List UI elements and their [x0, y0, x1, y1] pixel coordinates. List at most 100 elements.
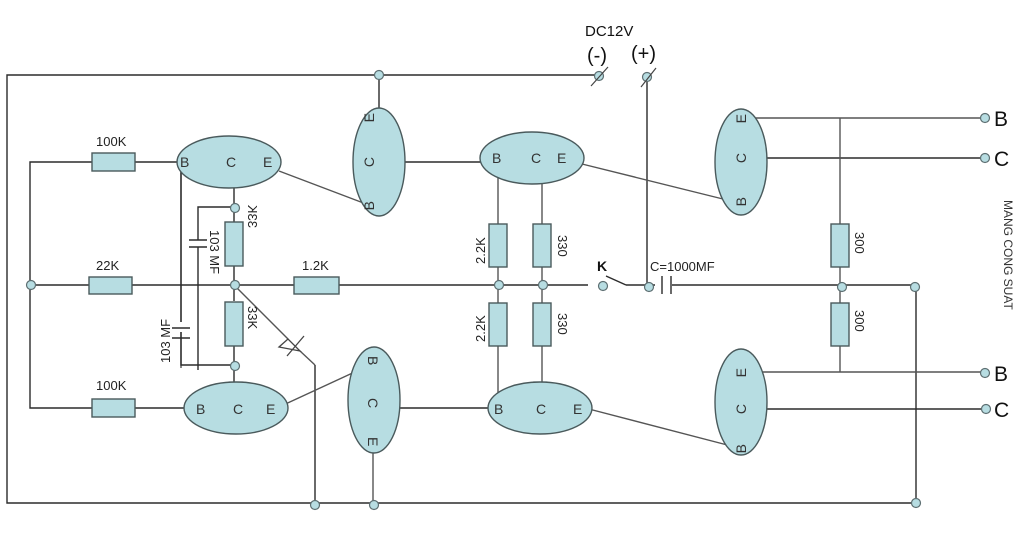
transistor-t5-body — [183, 381, 289, 435]
output-label-c-top: C — [994, 148, 1009, 171]
pin-e: E — [361, 113, 377, 122]
label-33k-top: 33K — [245, 205, 260, 228]
pin-b: B — [733, 197, 749, 206]
output-terminals: B C B C — [979, 108, 1009, 422]
wire-diode-a — [233, 284, 289, 340]
pin-e: E — [573, 401, 582, 417]
switch-label: K — [597, 258, 607, 274]
output-label-b-top: B — [994, 108, 1008, 131]
pin-e: E — [266, 401, 275, 417]
diode-bar — [286, 335, 305, 357]
junction-node — [309, 499, 321, 511]
output-label-b-bot: B — [994, 363, 1008, 386]
junction-node — [836, 281, 848, 293]
resistor-1-2k — [293, 276, 340, 295]
wire-t7e-t8b — [584, 407, 736, 448]
resistor-22k — [88, 276, 133, 295]
resistor-100k-top — [91, 152, 136, 172]
resistor-300-top — [830, 223, 850, 268]
transistor-t1: B C E — [176, 135, 282, 189]
pin-e: E — [365, 437, 381, 446]
label-330-top: 330 — [555, 235, 570, 257]
dc-positive-terminal[interactable] — [641, 71, 653, 83]
resistor-100k-bot — [91, 398, 136, 418]
label-300-bot: 300 — [852, 310, 867, 332]
label-2-2k-bot: 2.2K — [473, 315, 488, 342]
switch-blade[interactable] — [605, 275, 627, 286]
output-terminal-c-top[interactable] — [979, 152, 991, 164]
diode-symbol — [277, 338, 302, 353]
wire-diode-b — [299, 350, 316, 366]
label-100k-top: 100K — [96, 134, 127, 149]
wire-top-rail — [6, 74, 917, 504]
pin-b: B — [361, 201, 377, 210]
junction-node — [909, 281, 921, 293]
transistor-t2-body — [352, 107, 406, 217]
pin-c: C — [733, 153, 749, 163]
pin-c: C — [531, 150, 541, 166]
resistor-300-bot — [830, 302, 850, 347]
resistor-33k-bot — [224, 301, 244, 347]
transistor-t8: E C B — [714, 348, 768, 456]
wire-t1e-t2b — [278, 170, 375, 208]
pin-c: C — [233, 401, 243, 417]
terminal-slash-icon — [590, 66, 609, 87]
label-103mf-bot: 103 MF — [158, 319, 173, 363]
diode — [277, 335, 305, 357]
output-terminal-b-top[interactable] — [979, 112, 991, 124]
resistor-330-top — [532, 223, 552, 268]
output-terminal-b-bot[interactable] — [979, 367, 991, 379]
label-33k-bot: 33K — [245, 306, 260, 329]
output-terminal-c-bot[interactable] — [980, 403, 992, 415]
transistor-t5: B C E — [183, 381, 289, 435]
label-100k-bot: 100K — [96, 378, 127, 393]
resistor-33k-top — [224, 221, 244, 267]
pin-c: C — [536, 401, 546, 417]
pin-e: E — [733, 368, 749, 377]
resistor-330-bot — [532, 302, 552, 347]
pin-e: E — [263, 154, 272, 170]
junction-node — [537, 279, 549, 291]
transistor-t4: E C B — [714, 108, 768, 216]
transistor-t8-body — [714, 348, 768, 456]
transistor-t3: B C E — [479, 131, 585, 185]
pin-b: B — [365, 356, 381, 365]
cap-bot-gap — [171, 322, 191, 332]
pin-b: B — [180, 154, 189, 170]
transistor-t6: B C E — [347, 346, 401, 454]
wire-t3e-t4b — [577, 162, 736, 203]
junction-node — [25, 279, 37, 291]
junction-node — [368, 499, 380, 511]
transistor-t4-body — [714, 108, 768, 216]
transistor-t6-body — [347, 346, 401, 454]
dc12v-label: DC12V — [585, 23, 633, 40]
resistor-2-2k-top — [488, 223, 508, 268]
pin-e: E — [557, 150, 566, 166]
switch-terminal[interactable] — [597, 280, 609, 292]
label-1000mf: C=1000MF — [650, 259, 715, 274]
label-300-top: 300 — [852, 232, 867, 254]
wire-cap-bot — [180, 332, 234, 366]
transistor-t1-body — [176, 135, 282, 189]
junction-node — [643, 281, 655, 293]
junction-node — [910, 497, 922, 509]
terminal-slash-icon — [640, 67, 657, 88]
junction-node — [373, 69, 385, 81]
pin-b: B — [492, 150, 501, 166]
transistor-t2: E C B — [352, 107, 406, 217]
output-label-c-bot: C — [994, 399, 1009, 422]
capacitors: 103 MF 103 MF C=1000MF — [158, 230, 715, 363]
transistors: B C E E C B B C E E C B B C — [176, 107, 768, 456]
pin-b: B — [196, 401, 205, 417]
label-2-2k-top: 2.2K — [473, 237, 488, 264]
pin-e: E — [733, 114, 749, 123]
junction-node — [229, 202, 241, 214]
pin-b: B — [494, 401, 503, 417]
junction-node — [229, 279, 241, 291]
pin-b: B — [733, 444, 749, 453]
pin-c: C — [365, 398, 381, 408]
pin-c: C — [361, 157, 377, 167]
dc-negative-label: (-) — [587, 45, 607, 67]
cap-top-gap — [188, 240, 208, 247]
